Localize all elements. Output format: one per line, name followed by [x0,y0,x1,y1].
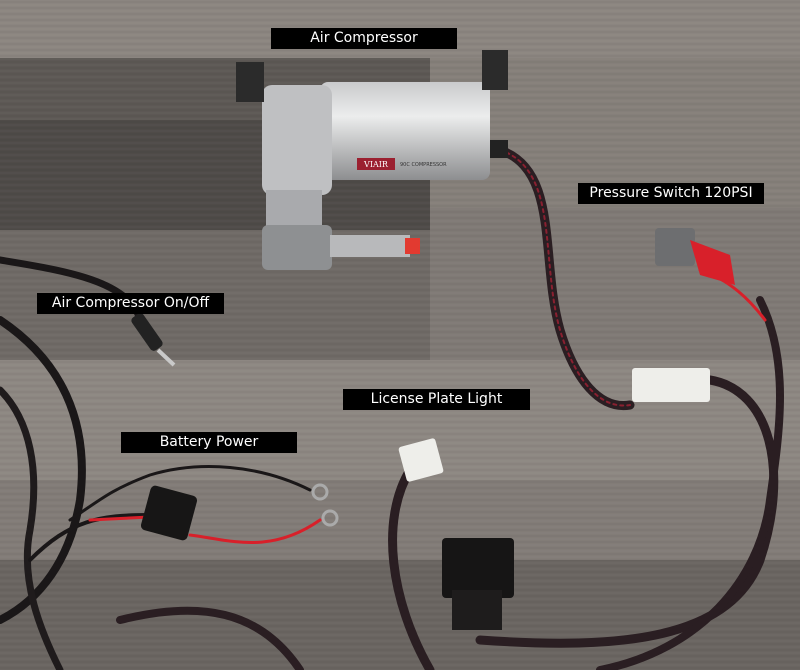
label-compressor-on-off: Air Compressor On/Off [37,293,224,314]
label-pressure-switch: Pressure Switch 120PSI [578,183,764,204]
svg-text:VIAIR: VIAIR [363,160,389,169]
label-air-compressor: Air Compressor [271,28,457,49]
label-battery-power: Battery Power [121,432,297,453]
air-compressor: VIAIR 90C COMPRESSOR [236,50,508,270]
wires [0,145,784,670]
pressure-switch [655,228,735,285]
label-license-plate-light: License Plate Light [343,389,530,410]
on-off-toggle-switch [131,313,176,367]
svg-text:90C COMPRESSOR: 90C COMPRESSOR [400,162,447,168]
connectors [140,368,710,630]
